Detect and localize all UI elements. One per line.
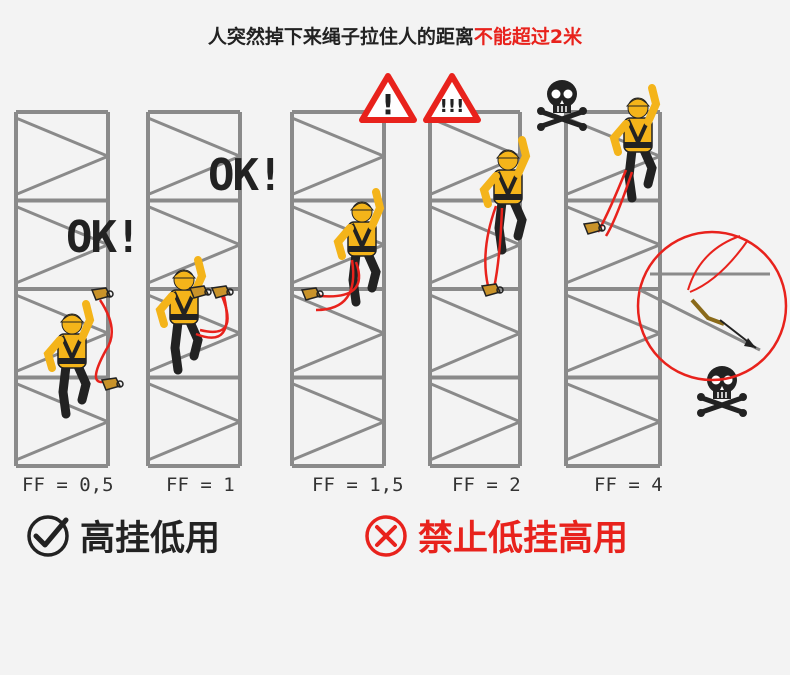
page-title: 人突然掉下来绳子拉住人的距离不能超过2米 [0, 22, 790, 49]
ff-label-5: FF = 4 [594, 474, 663, 496]
ff-label-1: FF = 0,5 [22, 474, 114, 496]
cross-circle-icon [365, 514, 407, 557]
worker-panel-2 [160, 260, 234, 370]
skull-icon-top [537, 80, 587, 131]
worker-panel-3 [301, 192, 380, 312]
bad-practice-text: 禁止低挂高用 [418, 519, 629, 559]
good-practice-text: 高挂低用 [80, 519, 221, 559]
title-main: 人突然掉下来绳子拉住人的距离 [207, 26, 474, 48]
ff-label-2: FF = 1 [166, 474, 235, 496]
good-practice-label: 高挂低用 [26, 510, 220, 561]
ff-label-4: FF = 2 [452, 474, 521, 496]
worker-panel-5 [583, 88, 656, 237]
scaffold-frames [14, 110, 662, 468]
ok-label-2: OK! [208, 150, 283, 201]
ff-label-3: FF = 1,5 [312, 474, 404, 496]
ok-label-1: OK! [66, 212, 141, 263]
warning-text-2: !!! [440, 96, 465, 117]
zoom-detail [639, 235, 770, 352]
worker-panel-1 [48, 287, 124, 414]
bad-practice-label: 禁止低挂高用 [364, 510, 628, 561]
warning-sign-2: !!! [423, 73, 481, 123]
warning-sign-1: ! [359, 73, 417, 123]
title-warning: 不能超过2米 [473, 26, 583, 48]
check-circle-icon [27, 514, 69, 557]
worker-panel-4 [482, 140, 526, 297]
warning-text-1: ! [382, 88, 395, 121]
zoom-circle [636, 230, 788, 382]
